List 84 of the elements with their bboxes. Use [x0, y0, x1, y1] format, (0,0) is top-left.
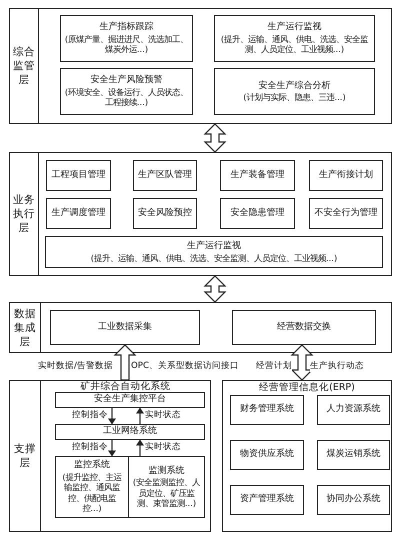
module-box — [232, 310, 376, 345]
layer-label: 综合监管层 — [12, 45, 36, 87]
edge-label: 控制指令 — [72, 442, 108, 453]
box-title: 监控系统 — [74, 460, 110, 472]
module-box — [46, 160, 111, 191]
box-title: 不安全行为管理 — [314, 208, 378, 220]
arrow — [136, 408, 144, 424]
box-title: 人力资源系统 — [326, 404, 380, 416]
panel-heading: 矿井综合自动化系统 — [80, 381, 172, 393]
module-box — [214, 68, 375, 115]
edge-label: 实时状态 — [145, 410, 181, 421]
arrow-caption: 经营计划 — [256, 361, 292, 372]
box-title: 煤炭运销系统 — [326, 449, 380, 461]
module-box — [309, 198, 383, 229]
box-detail: (提升监控、主运输监控、通风监控、供配电监控...) — [61, 472, 123, 514]
block-arrow — [204, 123, 226, 153]
edge-label: 控制指令 — [72, 410, 108, 421]
arrow-caption: 生产执行动态 — [310, 361, 364, 372]
box-title: 安全生产风险预警 — [90, 75, 162, 87]
module-box — [214, 15, 375, 62]
box-detail: (原煤产量、掘进进尺、洗选加工、煤炭外运...) — [64, 34, 189, 55]
block-arrow — [290, 344, 314, 381]
module-box — [309, 160, 383, 191]
box-title: 资产管理系统 — [240, 494, 294, 506]
layer-label: 支撑层 — [13, 442, 37, 470]
box-title: 协同办公系统 — [326, 494, 380, 506]
box-detail: (环境安全、设备运行、人员状态、工程接续...) — [64, 86, 189, 108]
module-box — [133, 160, 197, 191]
layer-panel — [9, 152, 392, 276]
arrow — [108, 408, 116, 424]
arrow-caption: 实时数据/告警数据 — [38, 361, 113, 372]
box-title: 生产调度管理 — [52, 208, 106, 220]
box-title: 经营数据交换 — [277, 322, 331, 334]
box-title: 财务管理系统 — [240, 404, 294, 416]
box-title: 安全生产综合分析 — [258, 80, 330, 92]
layer-panel — [9, 302, 392, 353]
module-box — [317, 395, 390, 425]
module-box — [220, 198, 295, 229]
module-box — [45, 236, 383, 268]
box-title: 工业数据采集 — [98, 322, 152, 334]
arrow — [136, 440, 144, 456]
module-box — [60, 15, 193, 62]
module-box — [230, 485, 304, 515]
box-detail: (提升、运输、通风、供电、洗选、安全监测、人员定位、工业视频...) — [90, 252, 338, 263]
layer-panel — [9, 380, 211, 532]
box-title: 安全风险预控 — [138, 208, 192, 220]
module-box — [317, 485, 390, 515]
box-title: 工程项目管理 — [52, 170, 106, 182]
system-panel — [222, 380, 392, 532]
panel-heading: 经营管理信息化(ERP) — [258, 382, 356, 394]
box-title: 安全生产集控平台 — [94, 394, 166, 406]
module-box — [55, 424, 205, 440]
module-box — [128, 456, 205, 518]
module-box — [133, 198, 197, 229]
box-title: 生产衔接计划 — [319, 170, 373, 182]
box-detail: (计划与实际、隐患、三违...) — [243, 92, 346, 102]
box-title: 生产运行监视 — [268, 22, 322, 34]
box-title: 工业网络系统 — [103, 426, 157, 438]
module-box — [55, 456, 129, 518]
module-box — [55, 392, 205, 408]
block-arrow — [114, 344, 136, 381]
layer-label: 数据集成层 — [13, 306, 37, 348]
box-detail: (安全监测监控、人员定位、矿压监测、束管监测...) — [132, 477, 201, 508]
module-box — [230, 440, 304, 470]
box-title: 生产装备管理 — [230, 170, 284, 182]
module-box — [46, 198, 111, 229]
module-box — [230, 395, 304, 425]
box-detail: (提升、运输、通风、供电、洗选、安全监测、人员定位、工业视频...) — [220, 34, 370, 55]
module-box — [60, 68, 193, 115]
edge-label: 实时状态 — [145, 442, 181, 453]
box-title: 生产指标跟踪 — [100, 22, 154, 34]
layer-label: 业务执行层 — [12, 193, 36, 235]
block-arrow — [204, 275, 226, 303]
box-title: 监测系统 — [148, 466, 184, 477]
module-box — [317, 440, 390, 470]
box-title: 生产区队管理 — [138, 170, 192, 182]
box-title: 物资供应系统 — [240, 449, 294, 461]
arrow — [108, 440, 116, 456]
box-title: 安全隐患管理 — [230, 208, 284, 220]
module-box — [220, 160, 295, 191]
arrow-caption: OPC、关系型数据访问接口 — [131, 361, 239, 372]
module-box — [50, 310, 200, 345]
layer-panel — [9, 8, 392, 124]
box-title: 生产运行监视 — [187, 241, 241, 252]
